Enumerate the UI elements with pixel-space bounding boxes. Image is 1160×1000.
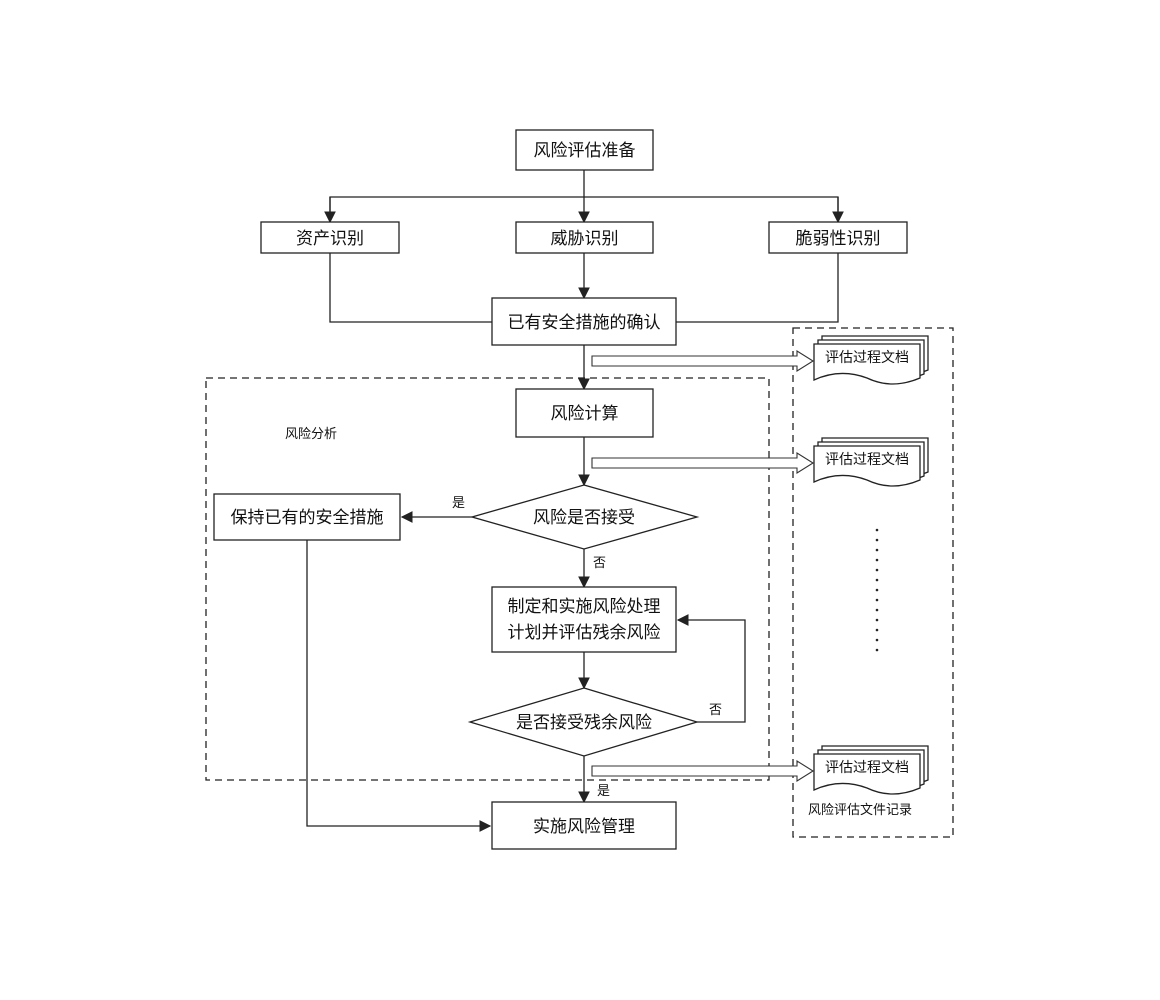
- node-vuln-label: 脆弱性识别: [796, 229, 881, 249]
- node-confirm: [491, 297, 677, 346]
- document-label-2: 评估过程文档: [825, 452, 909, 468]
- node-manage: [491, 801, 677, 850]
- node-residual-label: 是否接受残余风险: [516, 713, 652, 733]
- risk-analysis-label: 风险分析: [285, 427, 337, 442]
- node-calc-label: 风险计算: [551, 404, 619, 424]
- node-accept-label: 风险是否接受: [533, 508, 635, 528]
- edge-label-no-1: 否: [593, 556, 606, 571]
- node-accept-decision: [469, 484, 700, 550]
- node-keep-label: 保持已有的安全措施: [231, 508, 384, 528]
- edge-residual-loop: [676, 614, 746, 723]
- records-label: 风险评估文件记录: [808, 803, 912, 818]
- edge-label-yes-2: 是: [597, 784, 610, 799]
- node-threat: [515, 221, 654, 254]
- node-plan-label-2: 计划并评估残余风险: [508, 623, 661, 643]
- edge-label-no-2: 否: [709, 703, 722, 718]
- node-residual-decision: [467, 687, 700, 757]
- node-plan: [491, 586, 677, 653]
- document-stack-1: 评估过程文档: [813, 335, 929, 385]
- records-region: [792, 327, 954, 838]
- edge-vuln-confirm: [676, 253, 839, 323]
- doc-arrow-1: [591, 350, 815, 372]
- edge-label-yes-1: 是: [452, 496, 465, 511]
- document-stack-3: 评估过程文档: [813, 745, 929, 795]
- node-calc: [515, 388, 654, 438]
- vertical-ellipsis: [875, 528, 879, 652]
- node-vuln: [768, 221, 908, 254]
- node-threat-label: 威胁识别: [551, 229, 619, 249]
- node-prepare: [515, 129, 654, 171]
- edge-keep-manage: [306, 540, 492, 832]
- node-asset-label: 资产识别: [296, 229, 364, 249]
- document-label-3: 评估过程文档: [825, 760, 909, 776]
- risk-analysis-region: [205, 377, 770, 781]
- document-label-1: 评估过程文档: [825, 350, 909, 366]
- node-plan-label-1: 制定和实施风险处理: [508, 597, 661, 617]
- node-asset: [260, 221, 400, 254]
- doc-arrow-2: [591, 452, 815, 474]
- doc-arrow-3: [591, 760, 815, 782]
- document-stack-2: 评估过程文档: [813, 437, 929, 487]
- node-keep: [213, 493, 401, 541]
- node-confirm-label: 已有安全措施的确认: [508, 313, 661, 333]
- node-prepare-label: 风险评估准备: [534, 141, 636, 161]
- edge-asset-confirm: [329, 253, 492, 323]
- node-manage-label: 实施风险管理: [533, 817, 635, 837]
